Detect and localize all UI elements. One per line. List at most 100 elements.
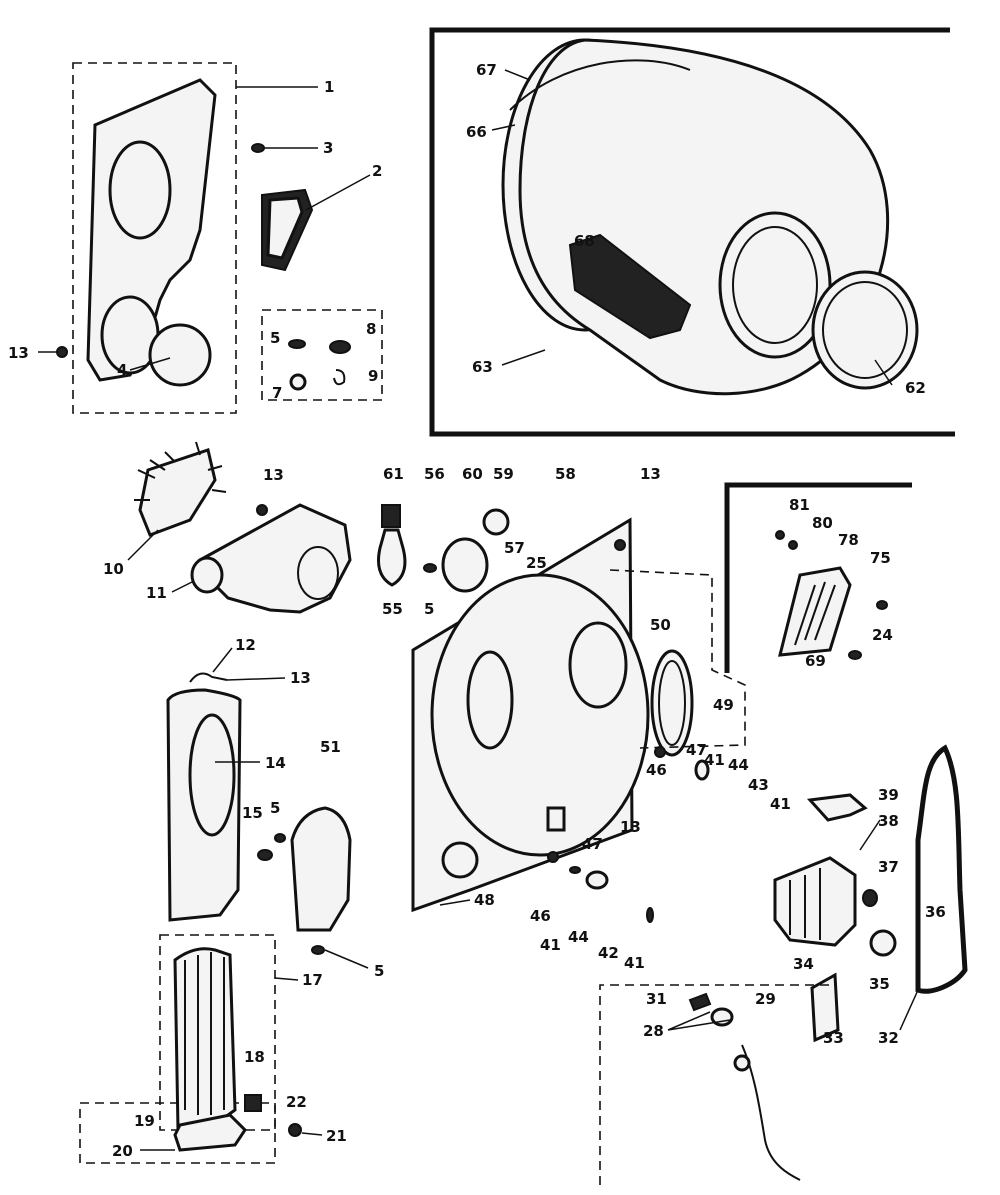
motor-34-ribs bbox=[789, 868, 821, 940]
leader-13-duct bbox=[226, 677, 286, 681]
callout-31: 31 bbox=[646, 990, 667, 1008]
callout-9: 9 bbox=[368, 367, 378, 385]
part-44-b bbox=[585, 870, 609, 890]
callout-41: 41 bbox=[624, 954, 645, 972]
screw-69 bbox=[848, 650, 862, 660]
callout-13: 13 bbox=[620, 818, 641, 836]
leader-38 bbox=[859, 819, 881, 851]
bulkhead-vent-opening bbox=[568, 621, 628, 709]
leader-4 bbox=[129, 357, 171, 371]
blower-housing-11-port bbox=[297, 546, 339, 600]
drum-seal-62 bbox=[811, 270, 919, 390]
part-5-lamp bbox=[423, 563, 437, 573]
callout-60: 60 bbox=[462, 465, 483, 483]
callout-10: 10 bbox=[103, 560, 124, 578]
part-9-hw bbox=[333, 369, 346, 386]
callout-80: 80 bbox=[812, 514, 833, 532]
callout-46: 46 bbox=[530, 907, 551, 925]
callout-18: 18 bbox=[244, 1048, 265, 1066]
callout-68: 68 bbox=[574, 232, 595, 250]
blower-housing-11 bbox=[198, 503, 352, 614]
washer-group bbox=[547, 746, 710, 923]
callout-51: 51 bbox=[320, 738, 341, 756]
leader-11 bbox=[171, 581, 193, 593]
thermostat-group bbox=[650, 649, 694, 757]
leader-lines bbox=[38, 69, 919, 1151]
callout-49: 49 bbox=[713, 696, 734, 714]
callout-56: 56 bbox=[424, 465, 445, 483]
sensor-group bbox=[775, 530, 888, 660]
part-42 bbox=[646, 907, 654, 923]
harness-group bbox=[599, 984, 830, 1185]
screw-22 bbox=[288, 1123, 302, 1137]
leader-17 bbox=[274, 977, 299, 981]
callout-7: 7 bbox=[272, 384, 282, 402]
lint-housing-51 bbox=[290, 806, 352, 932]
sensor-bracket-75-lines bbox=[794, 581, 836, 646]
callouts: 1 3 2 13 4 5 8 7 9 67 66 68 63 62 10 13 … bbox=[8, 61, 946, 1160]
leader-32 bbox=[899, 989, 919, 1031]
drum-frame bbox=[429, 27, 955, 437]
callout-19: 19 bbox=[134, 1112, 155, 1130]
lamp-lens-59 bbox=[482, 508, 510, 536]
harness-wire bbox=[741, 1044, 801, 1181]
duct-14-window bbox=[188, 713, 236, 837]
callout-3: 3 bbox=[323, 139, 333, 157]
callout-25: 25 bbox=[526, 554, 547, 572]
callout-44: 44 bbox=[568, 928, 589, 946]
leader-28 bbox=[667, 1011, 731, 1031]
callout-33: 33 bbox=[823, 1029, 844, 1047]
callout-46: 46 bbox=[646, 761, 667, 779]
callout-47: 47 bbox=[582, 835, 603, 853]
duct-group bbox=[166, 672, 352, 955]
callout-13: 13 bbox=[8, 344, 29, 362]
lamp-group bbox=[377, 504, 510, 593]
leader-66 bbox=[491, 124, 516, 131]
screw-24 bbox=[876, 600, 888, 610]
callout-21: 21 bbox=[326, 1127, 347, 1145]
belt-32 bbox=[915, 744, 968, 994]
drum-assembly-group bbox=[429, 27, 955, 437]
callout-8: 8 bbox=[366, 320, 376, 338]
bulkhead-large-opening bbox=[430, 573, 650, 857]
hardware-box-group bbox=[261, 309, 383, 401]
blower-wheel-10-vanes bbox=[134, 441, 227, 501]
motor-34 bbox=[773, 856, 857, 947]
callout-41: 41 bbox=[540, 936, 561, 954]
part-44-a bbox=[694, 759, 710, 781]
clip-12 bbox=[189, 672, 228, 683]
callout-41: 41 bbox=[770, 795, 791, 813]
motor-mount-33 bbox=[810, 972, 840, 1043]
callout-81: 81 bbox=[789, 496, 810, 514]
lamp-socket-61 bbox=[381, 504, 401, 528]
right-cabinet-frame bbox=[724, 482, 912, 673]
drum-baffle-68 bbox=[568, 233, 692, 340]
part-7-hw bbox=[289, 373, 307, 391]
callout-34: 34 bbox=[793, 955, 814, 973]
blower-group bbox=[134, 441, 352, 614]
switch-31 bbox=[688, 992, 712, 1012]
leader-48 bbox=[439, 899, 471, 906]
hardware-box bbox=[261, 309, 383, 401]
part-8-hw bbox=[329, 340, 351, 354]
heater-element-17 bbox=[173, 947, 237, 1132]
callout-12: 12 bbox=[235, 636, 256, 654]
leader-5-bottom bbox=[324, 949, 369, 969]
terminal-block-19 bbox=[173, 1113, 247, 1152]
blower-wheel-10 bbox=[138, 448, 217, 537]
pulley-35 bbox=[869, 929, 897, 957]
screw-13-blower bbox=[256, 504, 268, 516]
callout-36: 36 bbox=[925, 903, 946, 921]
bulkhead-bracket bbox=[546, 806, 566, 832]
callout-13: 13 bbox=[290, 669, 311, 687]
callout-22: 22 bbox=[286, 1093, 307, 1111]
callout-43: 43 bbox=[748, 776, 769, 794]
callout-61: 61 bbox=[383, 465, 404, 483]
spring-clip-3 bbox=[251, 143, 265, 153]
door-gasket-2-inner bbox=[266, 196, 304, 260]
leader-62 bbox=[874, 359, 893, 386]
terminal-18 bbox=[244, 1094, 262, 1112]
screw-5-b bbox=[311, 945, 325, 955]
screw-80 bbox=[788, 540, 798, 550]
